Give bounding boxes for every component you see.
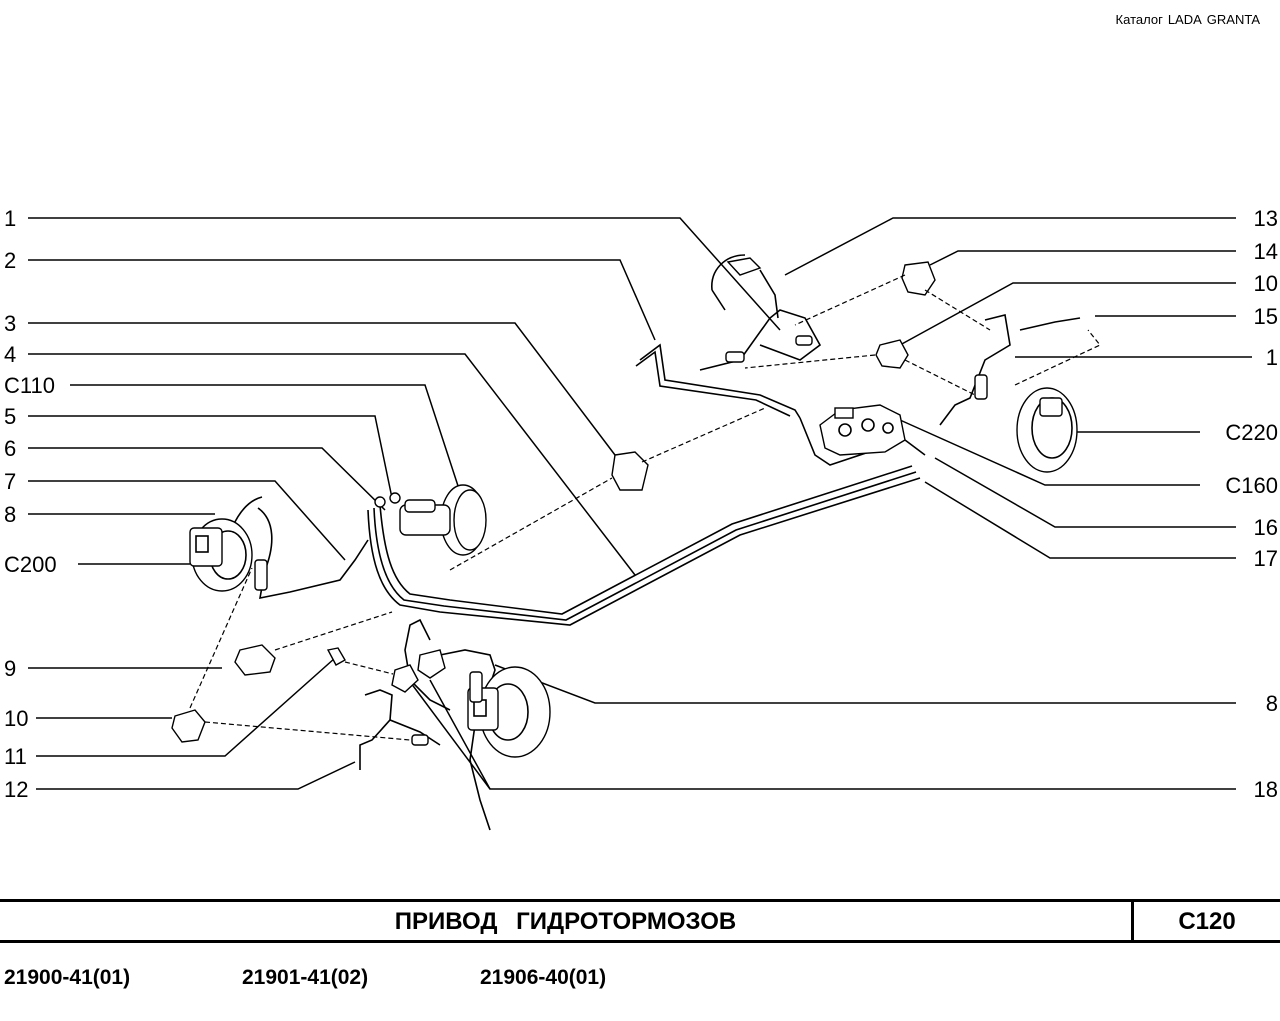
front-right-brake	[467, 666, 551, 758]
label-right-c220: С220	[1225, 420, 1278, 445]
label-right-10: 10	[1254, 271, 1278, 296]
label-right-13: 13	[1254, 206, 1278, 231]
label-left-1: 1	[4, 206, 16, 231]
label-right-15: 15	[1254, 304, 1278, 329]
label-left-2: 2	[4, 248, 16, 273]
front-left-brake	[189, 518, 253, 592]
label-left-5: 5	[4, 404, 16, 429]
brake-system-diagram: 1 2 3 4 С110 5 6 7 8 С200 9 10 11 12 13 …	[4, 206, 1278, 831]
rear-brake-drum	[1014, 329, 1101, 473]
hose-fittings	[254, 335, 988, 746]
assembly-arrows	[189, 274, 991, 741]
label-right-18: 18	[1254, 777, 1278, 802]
pipe-clips	[171, 261, 936, 743]
model-code: 21906-40(01)	[480, 966, 607, 989]
label-left-10: 10	[4, 706, 28, 731]
label-left-12: 12	[4, 777, 28, 802]
label-left-4: 4	[4, 342, 16, 367]
label-left-c200: С200	[4, 552, 57, 577]
label-left-c110: С110	[4, 373, 55, 398]
master-cylinder-booster	[374, 484, 487, 556]
brake-pipes	[231, 269, 1081, 831]
left-labels: 1 2 3 4 С110 5 6 7 8 С200 9 10 11 12	[4, 206, 57, 802]
model-codes: 21900-41(01) 21901-41(02) 21906-40(01)	[0, 966, 1280, 996]
label-right-8: 8	[1266, 691, 1278, 716]
label-right-c160: С160	[1225, 473, 1278, 498]
model-code: 21901-41(02)	[242, 966, 369, 989]
right-labels: 13 14 10 15 1 С220 С160 16 17 8 18	[1225, 206, 1278, 802]
title-block: ПРИВОД ГИДРОТОРМОЗОВ С120	[0, 899, 1280, 943]
section-code: С120	[1178, 908, 1236, 935]
label-left-9: 9	[4, 656, 16, 681]
label-left-6: 6	[4, 436, 16, 461]
model-code: 21900-41(01)	[4, 966, 131, 989]
label-right-17: 17	[1254, 546, 1278, 571]
catalog-header: Каталог LADA GRANTA	[1111, 12, 1260, 27]
label-right-1: 1	[1266, 345, 1278, 370]
rear-brake-top	[711, 254, 762, 311]
catalog-model: GRANTA	[1206, 12, 1260, 27]
section-title: ПРИВОД ГИДРОТОРМОЗОВ	[0, 902, 1134, 940]
label-right-16: 16	[1254, 515, 1278, 540]
label-left-7: 7	[4, 469, 16, 494]
catalog-brand: LADA	[1167, 12, 1202, 27]
label-left-8: 8	[4, 502, 16, 527]
label-right-14: 14	[1254, 239, 1278, 264]
left-leader-lines	[28, 217, 781, 790]
label-left-11: 11	[4, 744, 27, 769]
catalog-prefix: Каталог	[1115, 12, 1163, 27]
label-left-3: 3	[4, 311, 16, 336]
pressure-regulator-unit	[819, 404, 906, 456]
